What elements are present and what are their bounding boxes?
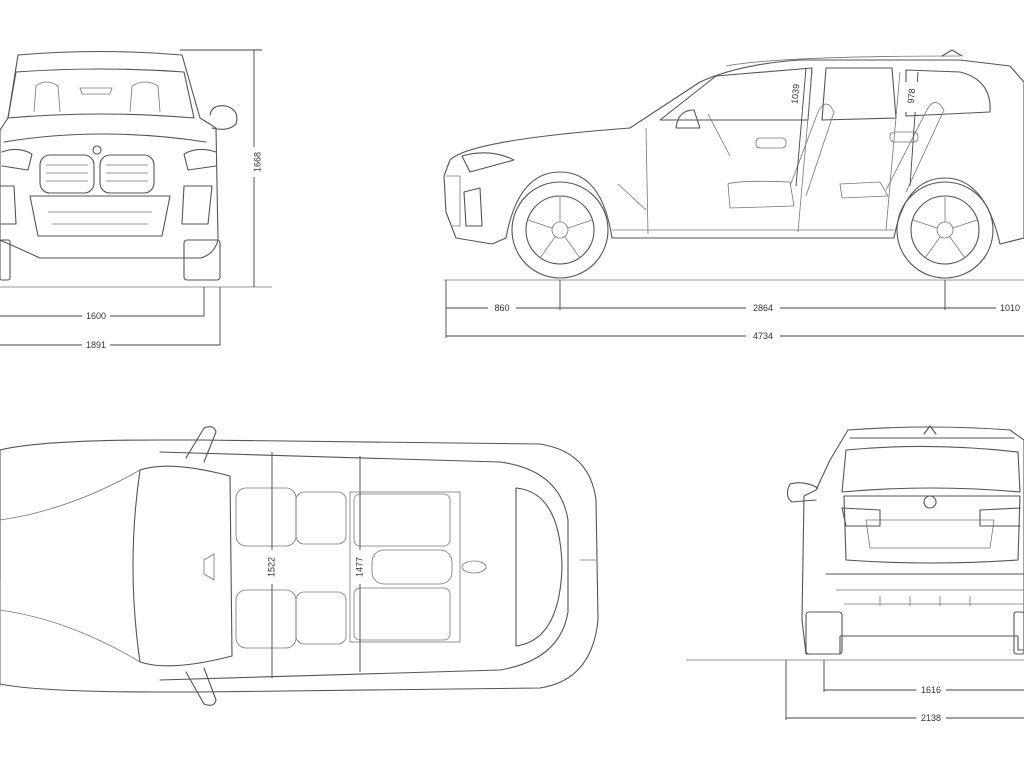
width-mirrors-label: 2138 [921,713,941,723]
front-view [0,50,272,288]
front-overhang-label: 860 [494,303,509,313]
rear-track-label: 1616 [921,685,941,695]
side-view [443,49,1024,281]
top-view [0,426,599,706]
overall-length-label: 4734 [753,331,773,341]
front-track-label: 1600 [86,311,106,321]
front-headroom-label: 1039 [789,83,801,104]
front-height-label: 1668 [252,152,262,172]
front-width-label: 1891 [86,340,106,350]
front-shoulder-label: 1522 [266,557,276,577]
rear-shoulder-label: 1477 [354,557,364,577]
rear-dimension-lines [785,660,1024,720]
rear-view [686,425,1024,661]
rear-headroom-label: 978 [906,88,918,104]
rear-overhang-label: 1010 [1000,303,1020,313]
wheelbase-label: 2864 [753,303,773,313]
side-dimension-lines [445,67,1024,338]
